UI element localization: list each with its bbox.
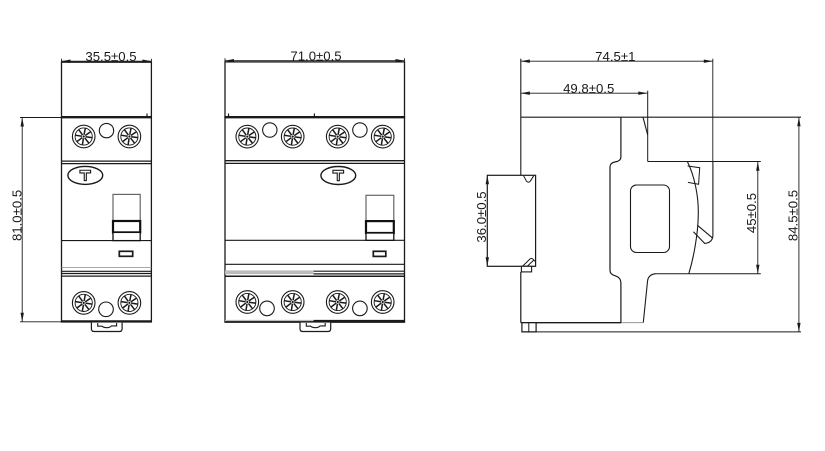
svg-text:71.0±0.5: 71.0±0.5	[290, 48, 341, 63]
svg-text:74.5±1: 74.5±1	[595, 49, 635, 64]
svg-text:36.0±0.5: 36.0±0.5	[474, 191, 489, 242]
svg-text:49.8±0.5: 49.8±0.5	[563, 81, 614, 96]
svg-text:45±0.5: 45±0.5	[744, 193, 759, 233]
svg-text:84.5±0.5: 84.5±0.5	[786, 190, 801, 241]
svg-text:81.0±0.5: 81.0±0.5	[10, 190, 25, 241]
svg-text:35.5±0.5: 35.5±0.5	[85, 49, 136, 64]
